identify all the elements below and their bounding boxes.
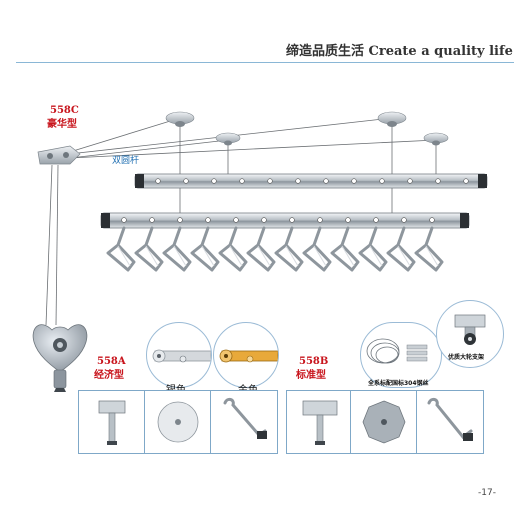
wall-corner-unit — [37, 145, 81, 165]
component-box-558b-winder — [286, 390, 354, 454]
heart-crank-unit — [32, 324, 88, 392]
winder-558a-image — [98, 400, 126, 445]
model-558b-label: 558B — [299, 356, 329, 367]
component-box-558b-hanger — [416, 390, 484, 454]
page-title: 缔造品质生活 Create a quality life — [286, 44, 513, 59]
ceiling-pulleys — [165, 111, 449, 146]
twin-rod-label: 双圆杆 — [112, 156, 140, 166]
disc-558b-image — [362, 400, 406, 444]
header-rule — [16, 62, 514, 63]
gold-rod-profile — [219, 349, 278, 363]
page-number: -17- — [478, 488, 496, 498]
hangers — [106, 226, 444, 272]
winder-558b-image — [302, 400, 338, 445]
component-box-558a-hanger — [210, 390, 278, 454]
hanger-558a-image — [223, 397, 267, 439]
steel-cable-image — [366, 338, 428, 364]
gold-profile-circle — [213, 322, 279, 388]
disc-558a-image — [157, 401, 199, 443]
model-558b-name: 标准型 — [296, 370, 326, 381]
component-box-558a-winder — [78, 390, 146, 454]
steel-cable-circle — [360, 322, 442, 388]
hanger-558b-image — [427, 397, 473, 441]
wheel-bracket-label: 优质大轮支架 — [448, 354, 485, 361]
model-558c-name: 豪华型 — [47, 119, 77, 130]
wheel-bracket-circle — [436, 300, 504, 368]
front-bar — [100, 212, 470, 229]
model-558a-label: 558A — [97, 356, 126, 367]
silver-rod-profile — [152, 349, 211, 363]
silver-profile-circle — [146, 322, 212, 388]
component-box-558b-disc — [350, 390, 418, 454]
component-box-558a-disc — [144, 390, 212, 454]
model-558a-name: 经济型 — [94, 370, 124, 381]
steel-cable-label: 全系标配国标304钢丝 — [368, 380, 429, 387]
wheel-bracket-image — [454, 314, 486, 345]
model-558c-label: 558C — [50, 105, 79, 116]
rear-bar — [134, 173, 488, 189]
